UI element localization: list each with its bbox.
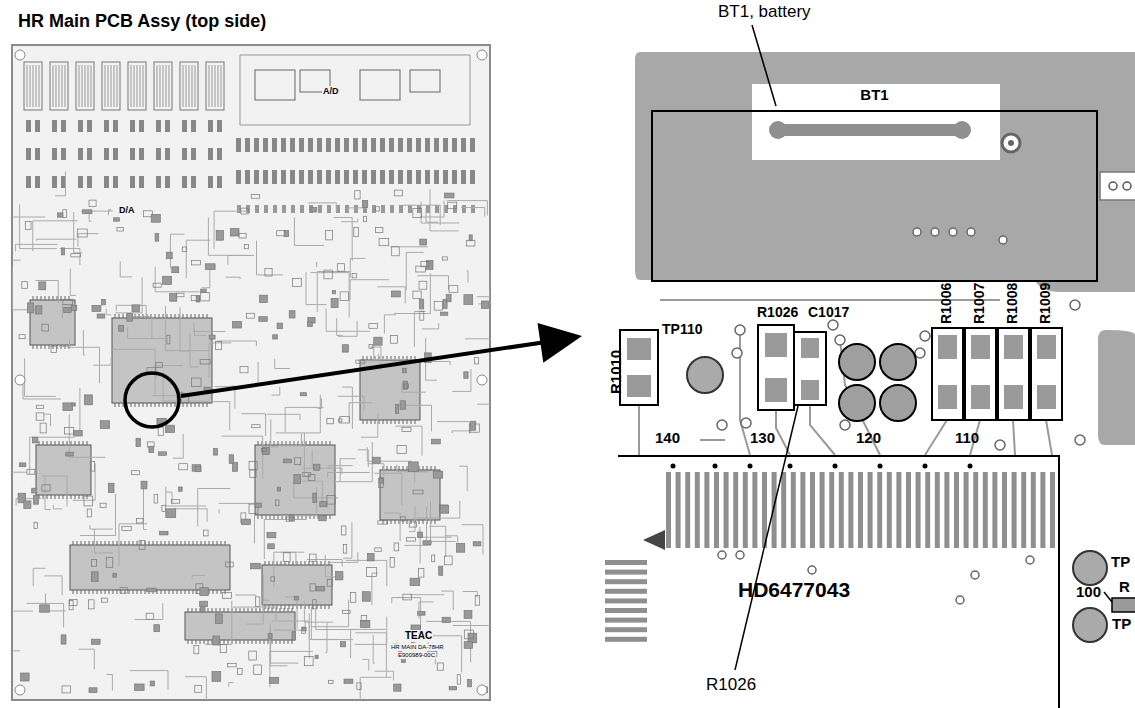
zoom-detail xyxy=(605,52,1135,642)
part-label: R1008 xyxy=(1004,283,1020,324)
test-point-label: TP xyxy=(1111,553,1130,570)
figure-title: HR Main PCB Assy (top side) xyxy=(18,11,266,32)
leader-line xyxy=(735,406,798,670)
part-label: R1007 xyxy=(971,283,987,324)
silkscreen-label: A/D xyxy=(322,86,340,96)
part-label: C1017 xyxy=(808,304,849,320)
part-label: R xyxy=(1119,578,1130,595)
pin-number: 120 xyxy=(856,429,881,446)
pcb-pattern xyxy=(12,50,490,700)
pin-number: 130 xyxy=(750,429,775,446)
silkscreen-label: E900989-00C xyxy=(397,652,436,659)
part-label: R1009 xyxy=(1037,283,1053,324)
pin-number: 140 xyxy=(655,429,680,446)
silkscreen-label: TEAC xyxy=(404,630,433,642)
pin-number: 110 xyxy=(955,429,979,446)
pin-number: 100 xyxy=(1076,583,1101,600)
part-label: BT1 xyxy=(653,86,1096,103)
chip-label: HD6477043 xyxy=(738,578,850,602)
pcb-board xyxy=(12,45,490,700)
silkscreen-label: D/A xyxy=(118,205,136,215)
test-point-label: TP xyxy=(1112,615,1131,632)
callout-label: BT1, battery xyxy=(718,2,811,22)
zoom-arrow xyxy=(181,342,546,396)
test-point-label: TP110 xyxy=(662,321,702,337)
silkscreen-label: HR MAIN DA-78HR xyxy=(390,644,445,651)
battery-outline: BT1 xyxy=(651,110,1098,282)
callout-label: R1026 xyxy=(706,675,756,695)
zoom-arrowhead xyxy=(538,323,583,363)
part-label: R1026 xyxy=(757,304,798,320)
highlight-circle xyxy=(125,373,179,427)
part-label: R1006 xyxy=(938,283,954,324)
chip-outline: HD6477043 xyxy=(618,455,1060,708)
leader-line xyxy=(752,25,776,106)
part-label: R1010 xyxy=(607,350,624,394)
